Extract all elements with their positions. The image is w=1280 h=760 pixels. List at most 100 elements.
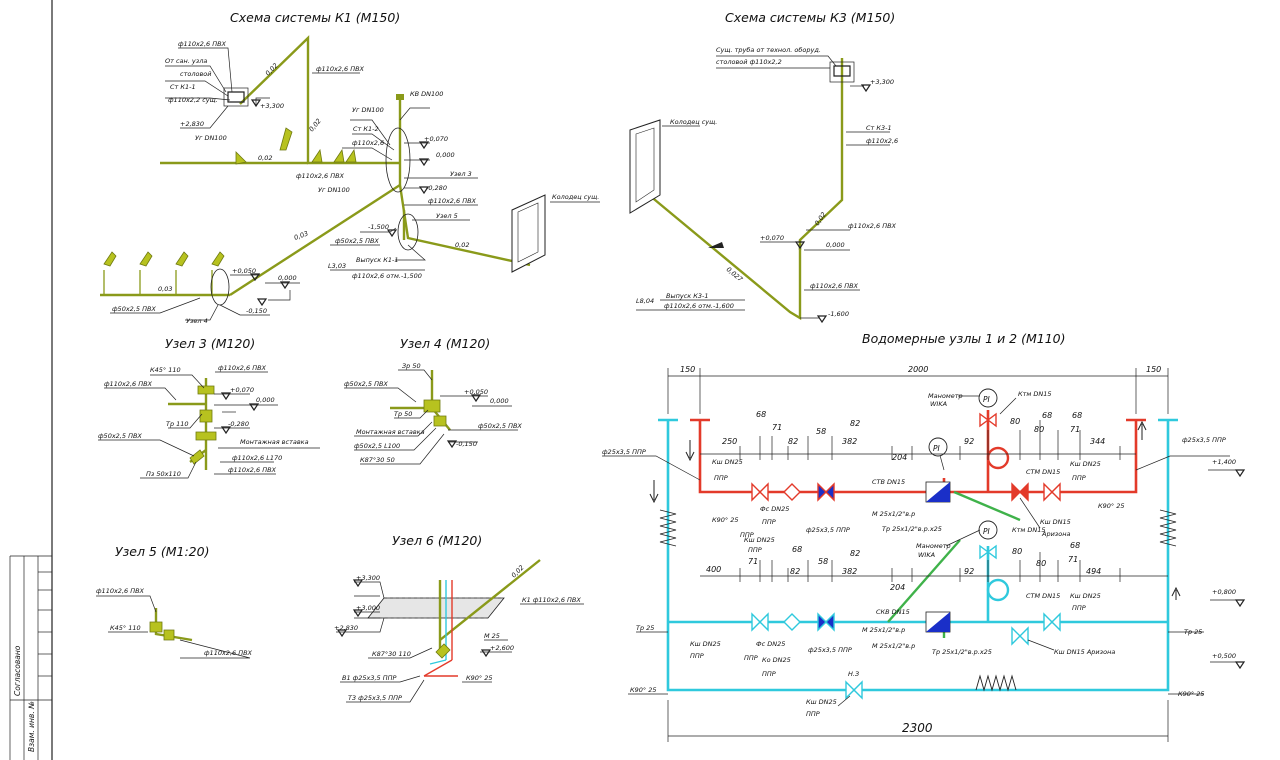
n3-label-pvx2: ф110х2,6 ПВХ: [104, 380, 153, 388]
m-mano1: Манометр: [928, 392, 963, 400]
k3-label-vyp: Выпуск К3-1: [666, 292, 709, 300]
n3-label-pvx: ф110х2,6 ПВХ: [218, 364, 267, 372]
d-382a: 382: [842, 437, 857, 446]
k3-label-vyp2: ф110х2,6 отм.-1,600: [664, 302, 734, 310]
m-tr1: Тр 25х1/2"в.р.х25: [882, 525, 942, 533]
stamp-agreed: Согласовано: [13, 645, 22, 696]
k1-label-ug1: Уг DN100: [352, 106, 384, 114]
n6-label-k1: К1 ф110х2,6 ПВХ: [522, 596, 581, 604]
m-k90a: К90° 25: [712, 516, 738, 524]
node-4: Зр 50 ф50х2,5 ПВХ +0,050 0,000 Тр 50 Мон…: [344, 362, 522, 465]
m-stv: СТВ DN15: [872, 478, 905, 486]
title-k3: Схема системы К3 (М150): [725, 10, 895, 25]
d-82d: 82: [850, 549, 860, 558]
n5-label-k45: К45° 110: [110, 624, 141, 632]
m-stm1: СТМ DN15: [1026, 468, 1060, 476]
n6-label-t3: Т3 ф25х3,5 ППР: [348, 694, 402, 702]
n3-label-d110: ф110х2,6 L170: [232, 454, 282, 462]
k1-label-ug2: Уг DN100: [195, 134, 227, 142]
k1-elev-3300: +3,300: [260, 102, 284, 110]
m-k90b: К90° 25: [1098, 502, 1124, 510]
k1-label-ug3: Уг DN100: [318, 186, 350, 194]
k1-label-st1: Ст К1-1: [170, 83, 196, 91]
k1-label-pvx2: ф110х2,6 ПВХ: [316, 65, 365, 73]
d-250: 250: [722, 437, 737, 446]
m-m1: М 25х1/2"в.р: [872, 510, 915, 518]
m-elev-0500: +0,500: [1212, 652, 1236, 660]
d-92b: 92: [964, 567, 974, 576]
k1-elev-m0150: -0,150: [246, 307, 267, 315]
m-ksh2: Кш DN25: [1070, 460, 1101, 468]
k1-elev-2830: +2,830: [180, 120, 204, 128]
k1-slope-d: 0,02: [455, 241, 469, 249]
dim-2000: 2000: [908, 365, 928, 374]
k3-label-d110: ф110х2,6: [866, 137, 898, 145]
n4-elev-0000: 0,000: [490, 397, 509, 405]
k1-elev-0070: +0,070: [424, 135, 448, 143]
n4-label-zp: Зр 50: [402, 362, 421, 370]
k1-label-d50b: ф50х2,5 ПВХ: [112, 305, 156, 313]
node-5: ф110х2,6 ПВХ К45° 110 ф110х2,6 ПВХ: [96, 587, 253, 659]
n6-elev-2830: +2,830: [334, 624, 358, 632]
n4-label-d50b: ф50х2,5 ПВХ: [478, 422, 522, 430]
k3-label-sush2: столовой ф110х2,2: [716, 58, 782, 66]
m-wika1: WIKA: [930, 400, 947, 408]
n4-label-k87: К87°30 50: [360, 456, 395, 464]
d-58a: 58: [816, 427, 826, 436]
m-m3: М 25х1/2"в.р: [872, 642, 915, 650]
title-meter: Водомерные узлы 1 и 2 (М110): [862, 331, 1066, 346]
m-fs1: Фс DN25: [760, 505, 789, 513]
m-ppr4: ППР: [762, 518, 776, 526]
d-71c: 71: [748, 557, 758, 566]
n4-elev-m0150: -0,150: [456, 440, 477, 448]
k3-elev-0070: +0,070: [760, 234, 784, 242]
n3-label-pvx3: ф110х2,6 ПВХ: [228, 466, 277, 474]
k1-elev-0000: 0,000: [436, 151, 455, 159]
k1-label-uzel4: Узел 4: [186, 317, 208, 325]
pi-hot: PI: [933, 444, 941, 453]
n4-elev-0050: +0,050: [464, 388, 488, 396]
dim-150a: 150: [680, 365, 695, 374]
dim-2300: 2300: [902, 721, 933, 735]
d-382b: 382: [842, 567, 857, 576]
d-204b: 204: [890, 583, 905, 592]
k1-elev-0050: +0,050: [232, 267, 256, 275]
scheme-k1: ф110х2,6 ПВХ От сан. узла столовой Ст К1…: [100, 35, 600, 325]
n6-elev-3300: +3,300: [356, 574, 380, 582]
d-92a: 92: [964, 437, 974, 446]
d-68c: 68: [1072, 411, 1082, 420]
k3-label-len: L8,04: [636, 297, 654, 305]
k1-elev-m1500: -1,500: [368, 223, 389, 231]
node-3: К45° 110 ф110х2,6 ПВХ +0,070 ф110х2,6 ПВ…: [98, 364, 320, 479]
d-82c: 82: [790, 567, 800, 576]
m-mano2: Манометр: [916, 542, 951, 550]
n4-label-tr: Тр 50: [394, 410, 412, 418]
n3-label-vst: Монтажная вставка: [240, 438, 309, 446]
m-fs2: Фс DN25: [756, 640, 785, 648]
k1-label-vyp2: ф110х2,6 отм.-1,500: [352, 272, 422, 280]
m-wika2: WIKA: [918, 551, 935, 559]
k1-slope-c: 0,02: [307, 117, 322, 133]
k1-label-len: L3,03: [328, 262, 346, 270]
k1-slope-a: 0,02: [264, 62, 280, 78]
stamp-inv: Взам. инв. №: [27, 701, 36, 752]
d-82b: 82: [850, 419, 860, 428]
k3-label-well: Колодец сущ.: [670, 118, 717, 126]
d-71b: 71: [1070, 425, 1080, 434]
n3-label-tr: Тр 110: [166, 420, 189, 428]
k1-label-san2: столовой: [180, 70, 212, 78]
n3-elev-0070: +0,070: [230, 386, 254, 394]
meter-nodes: 150 2000 150: [602, 365, 1246, 742]
n5-label-pvx: ф110х2,6 ПВХ: [96, 587, 145, 595]
m-ppr9: ППР: [1072, 604, 1086, 612]
m-skv: СКВ DN15: [876, 608, 910, 616]
m-ko: Ко DN25: [762, 656, 791, 664]
m-ktm2: Ктм DN15: [1012, 526, 1046, 534]
k1-elev-0000b: 0,000: [278, 274, 297, 282]
k1-label-sush: ф110х2,2 сущ.: [168, 96, 218, 104]
k1-label-pvx1: ф110х2,6 ПВХ: [178, 40, 227, 48]
n6-label-m25: М 25: [484, 632, 500, 640]
k3-label-pvx2: ф110х2,6 ПВХ: [810, 282, 859, 290]
k1-slope-b: 0,02: [258, 154, 272, 162]
